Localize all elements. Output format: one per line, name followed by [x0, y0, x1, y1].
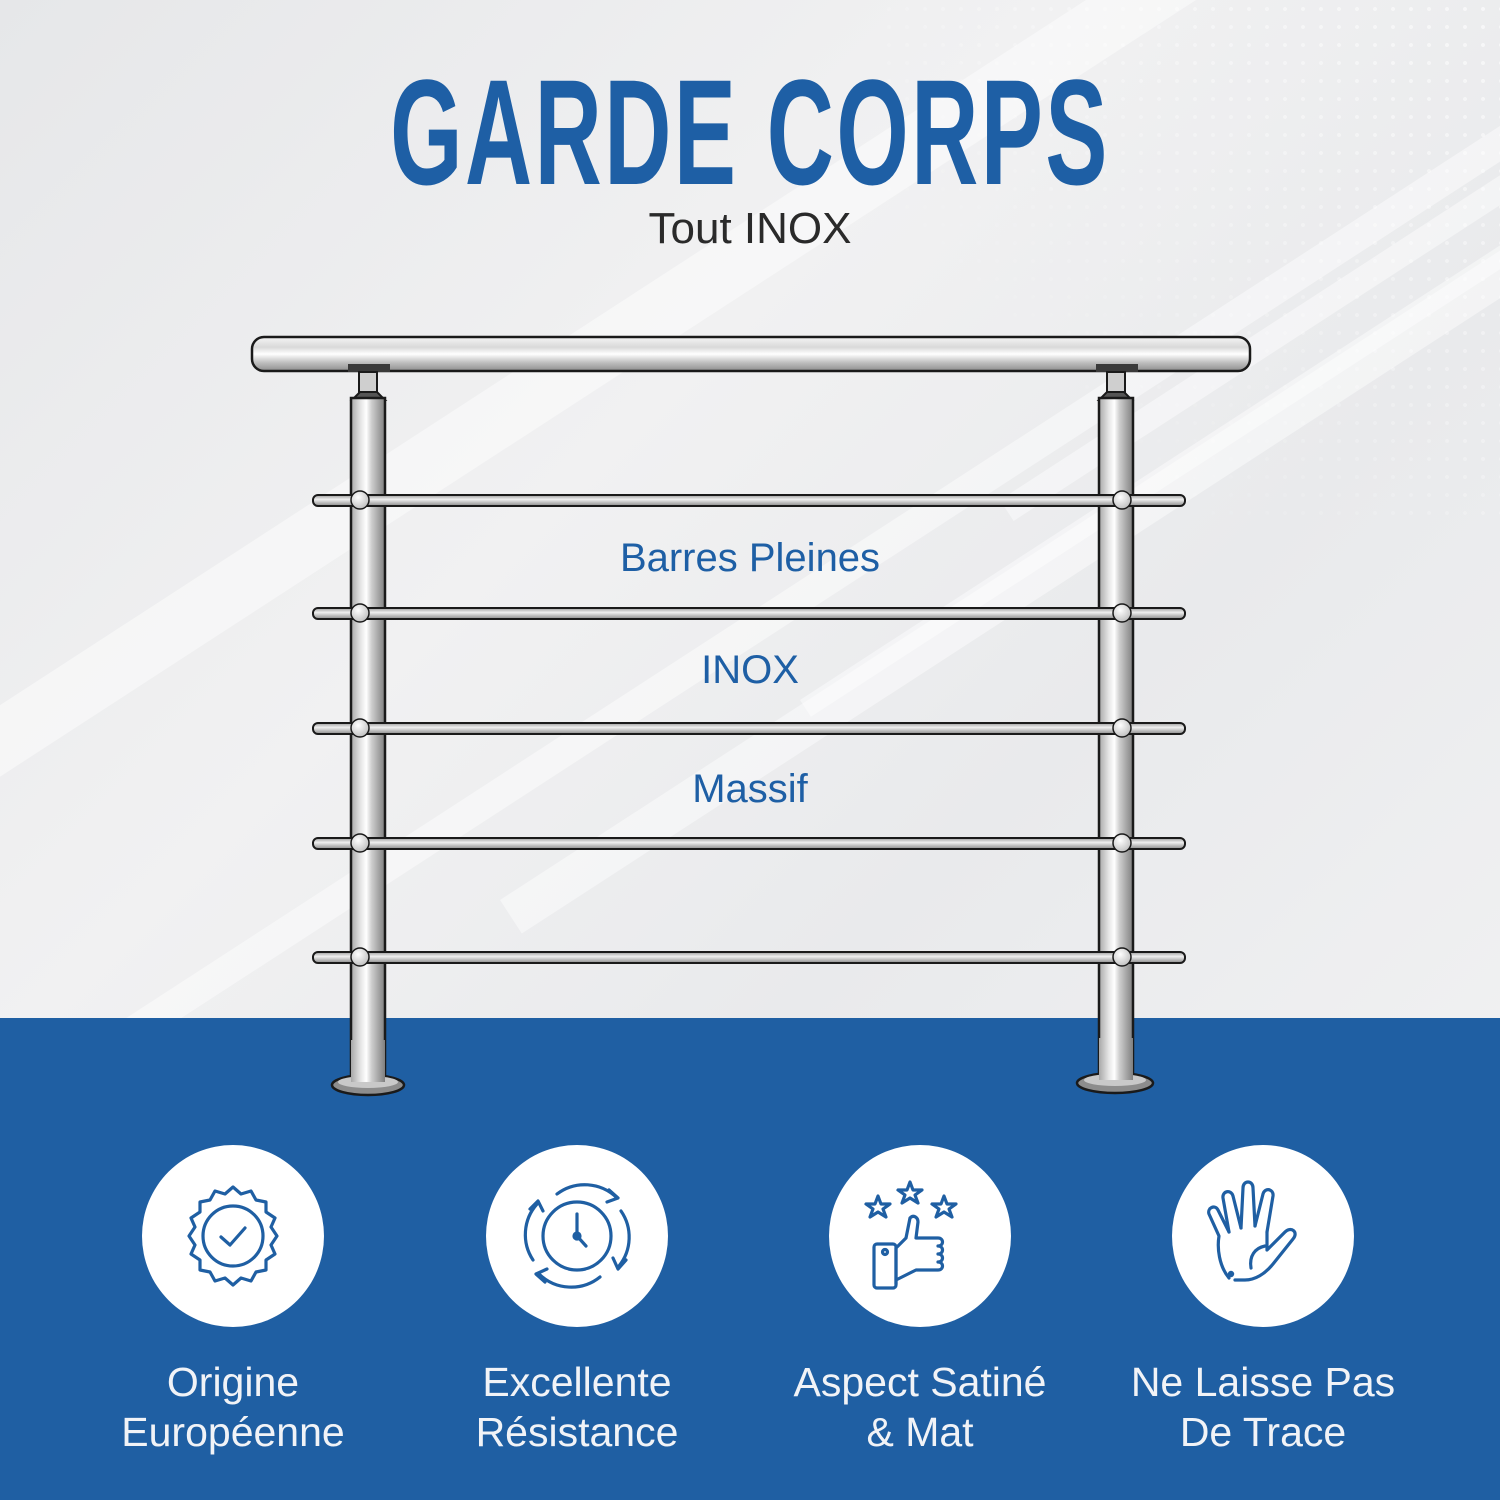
- horizontal-bars: [312, 490, 1186, 967]
- feature-label: Aspect Satiné & Mat: [793, 1359, 1047, 1455]
- feature-label: Excellente Résistance: [475, 1359, 679, 1455]
- feature-origine: Origine Européenne: [63, 1145, 403, 1457]
- page-title: GARDE CORPS: [390, 48, 1110, 216]
- bar-5: [312, 947, 1186, 967]
- clock-cycle-icon: [523, 1183, 631, 1289]
- feature-resistance: Excellente Résistance: [407, 1145, 747, 1457]
- label-massif: Massif: [692, 767, 808, 811]
- feature-label: Origine Européenne: [121, 1359, 345, 1455]
- bar-4: [312, 833, 1186, 853]
- bar-2: [312, 603, 1186, 623]
- feature-icon-circle: [1172, 1145, 1354, 1327]
- bar-1: [312, 490, 1186, 510]
- feature-icon-circle: [142, 1145, 324, 1327]
- feature-icon-circle: [486, 1145, 668, 1327]
- hand-icon: [1207, 1180, 1297, 1282]
- handrail: [250, 335, 1252, 373]
- label-barres-pleines: Barres Pleines: [619, 536, 881, 580]
- thumbs-up-stars-icon: [864, 1180, 958, 1290]
- quality-badge-check-icon: [187, 1185, 279, 1287]
- feature-aspect: Aspect Satiné & Mat: [750, 1145, 1090, 1457]
- feature-trace: Ne Laisse Pas De Trace: [1093, 1145, 1433, 1457]
- feature-label: Ne Laisse Pas De Trace: [1130, 1359, 1396, 1455]
- page-subtitle: Tout INOX: [648, 204, 852, 253]
- label-inox: INOX: [701, 648, 799, 692]
- feature-icon-circle: [829, 1145, 1011, 1327]
- bar-3: [312, 718, 1186, 738]
